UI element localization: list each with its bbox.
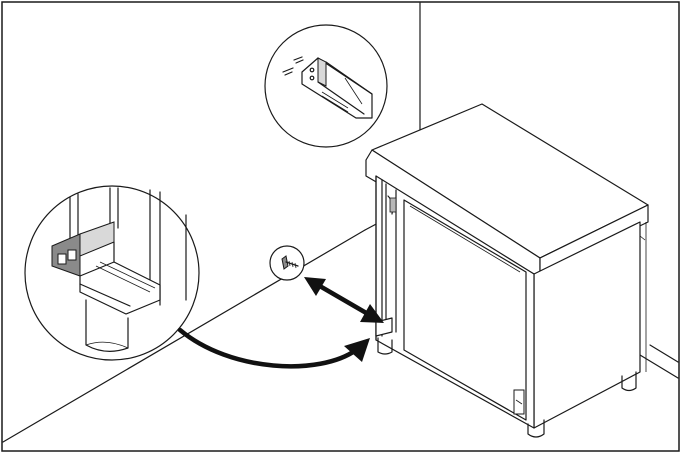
fit-arrow-icon xyxy=(304,277,384,323)
floor-anchor-screw-icon xyxy=(269,245,305,281)
install-arrow-icon xyxy=(177,327,370,369)
wall-bracket-detail-icon xyxy=(264,24,388,148)
bracket-installed-detail-icon xyxy=(24,185,200,361)
cabinet-unit xyxy=(365,103,649,438)
